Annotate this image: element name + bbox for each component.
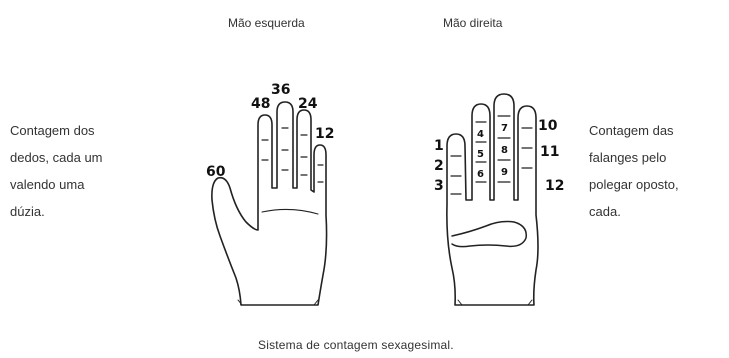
right-hand-drawing	[447, 94, 538, 305]
right-middle-label-6: 6	[477, 169, 484, 180]
left-thumb-label: 60	[206, 164, 226, 180]
left-little-label: 12	[315, 126, 334, 142]
left-hand-drawing	[212, 102, 327, 305]
right-index-label-3: 3	[434, 178, 444, 194]
right-little-label-10: 10	[538, 118, 558, 134]
right-ring-label-9: 9	[501, 167, 508, 178]
right-ring-label-8: 8	[501, 145, 508, 156]
left-middle-label: 36	[271, 82, 290, 98]
left-ring-label: 24	[298, 96, 318, 112]
right-index-label-1: 1	[434, 138, 444, 154]
right-little-label-11: 11	[540, 144, 559, 160]
right-middle-label-4: 4	[477, 129, 484, 140]
right-little-label-12: 12	[545, 178, 564, 194]
right-index-label-2: 2	[434, 158, 444, 174]
right-ring-label-7: 7	[501, 123, 508, 134]
left-index-label: 48	[251, 96, 270, 112]
right-middle-label-5: 5	[477, 149, 484, 160]
